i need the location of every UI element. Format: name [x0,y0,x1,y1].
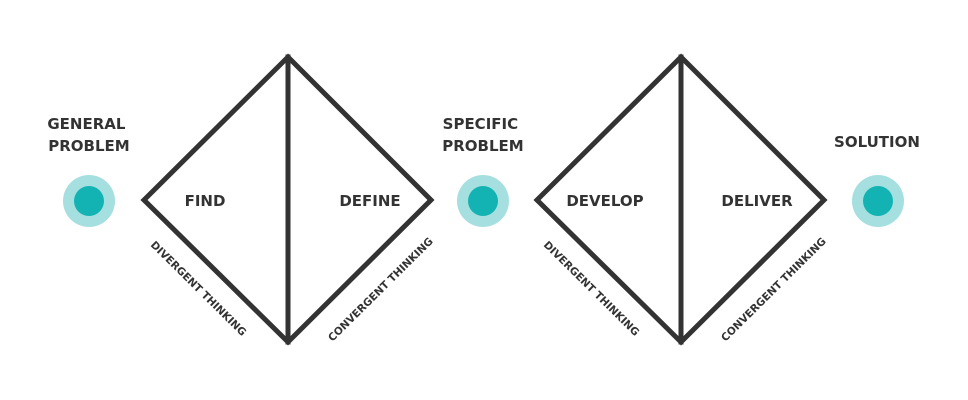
specific-problem-dot [468,186,498,216]
diamond-1: FIND DEFINE DIVERGENT THINKING CONVERGEN… [140,53,436,346]
general-problem-dot [74,186,104,216]
diamond-1-outline [140,53,435,346]
general-problem-label: GENERAL PROBLEM [47,115,130,155]
solution-label: SOLUTION [834,133,920,151]
stage-deliver-label: DELIVER [721,192,793,210]
diamond-2: DEVELOP DELIVER DIVERGENT THINKING CONVE… [533,53,829,346]
stage-define-label: DEFINE [339,192,400,210]
stage-develop-label: DEVELOP [566,192,643,210]
general-problem-label-line-1: GENERAL [47,115,126,133]
stage-find-label: FIND [185,192,226,210]
general-problem-label-line-2: PROBLEM [48,137,129,155]
node-general-problem: GENERAL PROBLEM [47,115,130,227]
specific-problem-label-line-2: PROBLEM [442,137,523,155]
solution-label-line-1: SOLUTION [834,133,920,151]
solution-dot [863,186,893,216]
specific-problem-label: SPECIFIC PROBLEM [442,115,523,155]
specific-problem-label-line-1: SPECIFIC [443,115,518,133]
node-specific-problem: SPECIFIC PROBLEM [442,115,524,227]
node-solution: SOLUTION [834,133,920,227]
diamond-2-outline [533,53,828,346]
